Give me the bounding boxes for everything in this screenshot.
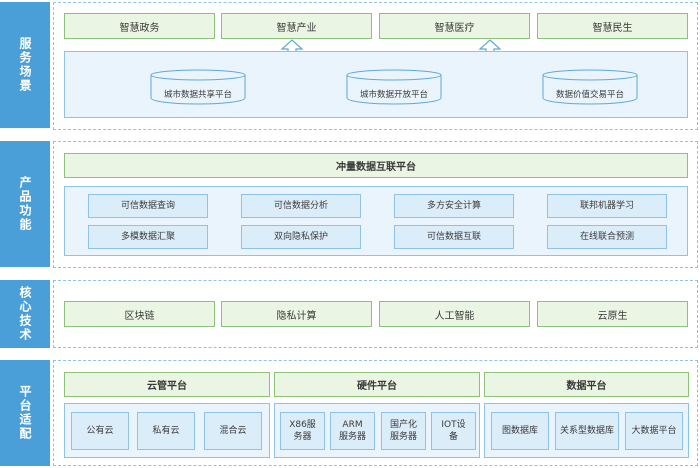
platform-panel: 云管平台 公有云 私有云 混合云 硬件平台 X86服务器 ARM服务器 国产化服…: [53, 360, 698, 466]
core-panel: 区块链 隐私计算 人工智能 云原生: [53, 280, 698, 348]
database-icon: [150, 69, 246, 105]
function-tile: 联邦机器学习: [547, 194, 667, 218]
service-panel: 智慧政务 智慧产业 智慧医疗 智慧民生 城市数据共享平台 城市数据开放平台: [53, 2, 698, 130]
layer-label-service-text: 服务场景: [18, 37, 32, 93]
service-item-3: 智慧医疗: [379, 13, 530, 39]
platform-group-container: X86服务器 ARM服务器 国产化服务器 IOT设备: [274, 403, 480, 458]
platform-group-container: 公有云 私有云 混合云: [64, 403, 270, 458]
function-tile: 可信数据分析: [241, 194, 361, 218]
platform-group-title: 硬件平台: [274, 372, 480, 397]
function-tile: 多模数据汇聚: [88, 225, 208, 249]
database-cylinder-2: 城市数据开放平台: [346, 69, 442, 105]
layer-label-core-text: 核心技术: [18, 286, 32, 342]
product-header: 冲量数据互联平台: [64, 153, 688, 178]
platform-label-1: 城市数据共享平台: [163, 90, 232, 100]
function-tile: 可信数据互联: [394, 225, 514, 249]
function-tile: 在线联合预测: [547, 225, 667, 249]
layer-label-platform: 平台适配: [0, 360, 50, 466]
platform-tile: 公有云: [71, 412, 129, 450]
core-tech-item: 隐私计算: [221, 301, 372, 327]
function-tile: 双向隐私保护: [241, 225, 361, 249]
layer-label-product: 产品功能: [0, 141, 50, 267]
platform-tile: ARM服务器: [330, 412, 375, 450]
service-item-2: 智慧产业: [221, 13, 372, 39]
platforms-container: 城市数据共享平台 城市数据开放平台 数据价值交易平台: [64, 51, 688, 118]
core-tech-item: 区块链: [64, 301, 215, 327]
database-icon: [346, 69, 442, 105]
platform-tile: 私有云: [137, 412, 195, 450]
core-tech-item: 人工智能: [379, 301, 530, 327]
database-cylinder-3: 数据价值交易平台: [542, 69, 638, 105]
platform-label-2: 城市数据开放平台: [359, 90, 428, 100]
product-functions-container: 可信数据查询 可信数据分析 多方安全计算 联邦机器学习 多模数据汇聚 双向隐私保…: [64, 186, 688, 256]
platform-tile: IOT设备: [431, 412, 476, 450]
function-tile: 可信数据查询: [88, 194, 208, 218]
product-panel: 冲量数据互联平台 可信数据查询 可信数据分析 多方安全计算 联邦机器学习 多模数…: [53, 141, 698, 268]
platform-tile: 大数据平台: [625, 412, 683, 450]
platform-label-3: 数据价值交易平台: [555, 90, 624, 100]
function-tile: 多方安全计算: [394, 194, 514, 218]
platform-group-title: 数据平台: [484, 372, 689, 397]
platform-tile: 关系型数据库: [555, 412, 619, 450]
service-item-1: 智慧政务: [64, 13, 215, 39]
layer-label-platform-text: 平台适配: [18, 385, 32, 441]
core-tech-item: 云原生: [537, 301, 688, 327]
database-cylinder-1: 城市数据共享平台: [150, 69, 246, 105]
platform-group-title: 云管平台: [64, 372, 270, 397]
layer-label-product-text: 产品功能: [18, 176, 32, 232]
platform-tile: 图数据库: [491, 412, 549, 450]
service-item-4: 智慧民生: [537, 13, 688, 39]
platform-tile: X86服务器: [280, 412, 325, 450]
platform-tile: 国产化服务器: [381, 412, 426, 450]
layer-label-core: 核心技术: [0, 280, 50, 348]
database-icon: [542, 69, 638, 105]
platform-tile: 混合云: [204, 412, 262, 450]
layer-label-service: 服务场景: [0, 2, 50, 128]
platform-group-container: 图数据库 关系型数据库 大数据平台: [484, 403, 689, 458]
